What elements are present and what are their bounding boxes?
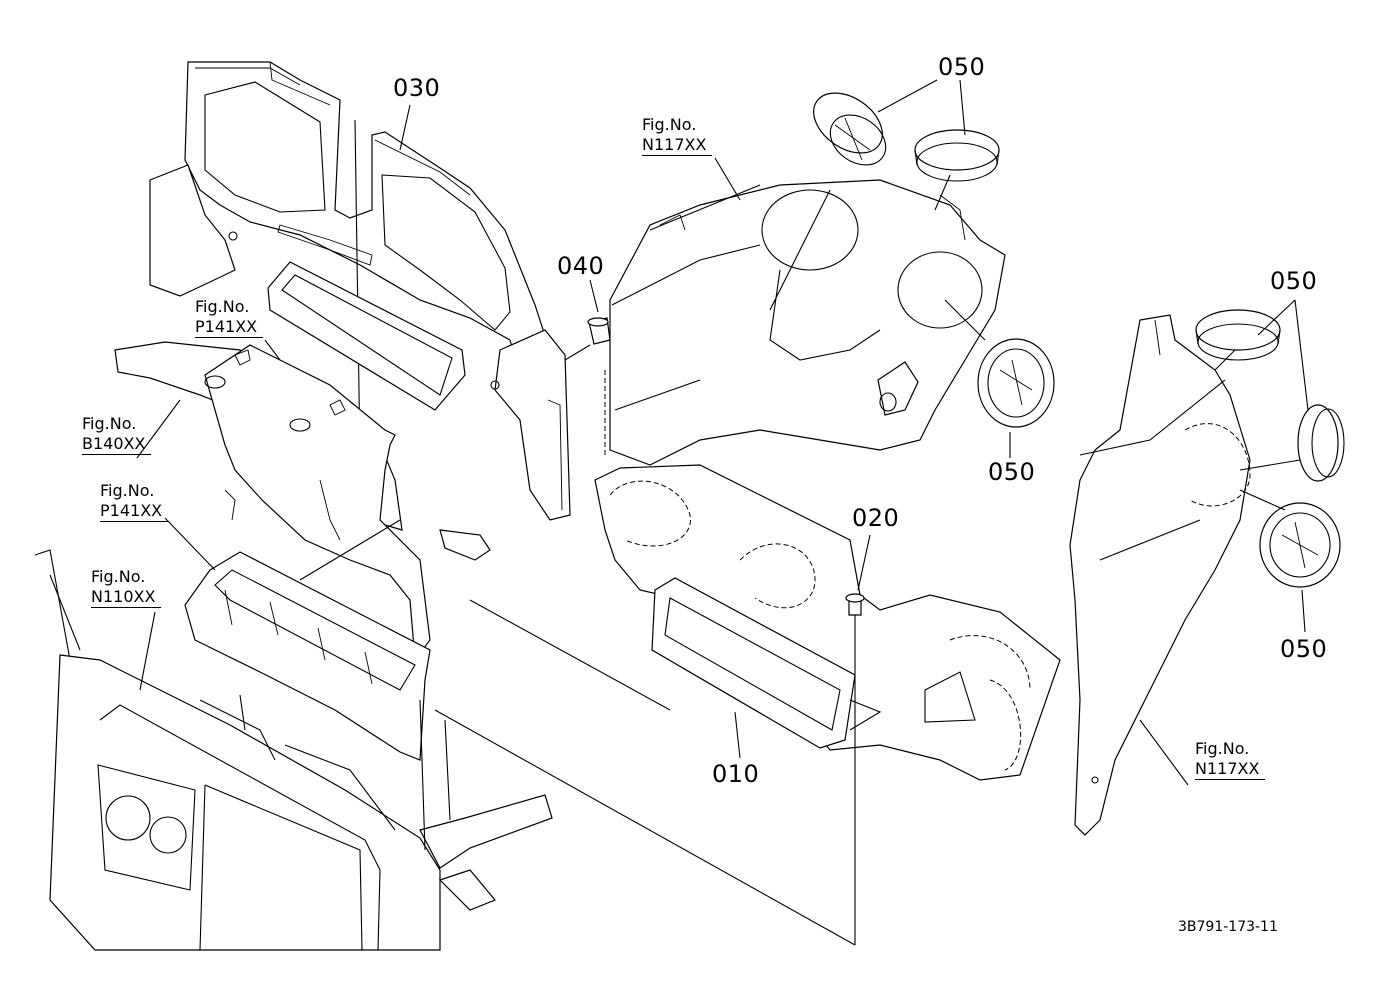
part-label-020: 020 — [852, 504, 900, 532]
part-040-screw-drawing — [588, 318, 610, 344]
vent-c — [978, 339, 1054, 427]
fig-ref-p141xx-lower: Fig.No. P141XX — [100, 481, 169, 522]
panel-right-drawing — [1070, 315, 1250, 835]
bracket-frame-drawing — [115, 342, 490, 660]
part-label-040: 040 — [557, 252, 605, 280]
fig-ref-n117xx-right: Fig.No. N117XX — [1195, 739, 1266, 780]
part-label-030: 030 — [393, 74, 441, 102]
fig-ref-n110xx: Fig.No. N110XX — [91, 567, 162, 608]
panel-upper-right-drawing — [605, 180, 1005, 465]
leader-lines — [137, 80, 1308, 785]
part-010-duct-drawing — [595, 465, 1060, 780]
document-id: 3B791-173-11 — [1178, 919, 1278, 935]
louver-box-drawing — [185, 552, 430, 760]
cabin-frame-drawing — [35, 550, 552, 950]
vent-e — [1298, 405, 1344, 481]
vent-b — [915, 130, 999, 181]
part-label-050-top: 050 — [938, 53, 986, 81]
filter-upper-drawing — [268, 262, 465, 410]
part-020-bolt-drawing — [846, 594, 864, 700]
fig-ref-n117xx-top: Fig.No. N117XX — [642, 115, 713, 156]
vent-f — [1260, 503, 1340, 587]
part-label-010: 010 — [712, 760, 760, 788]
vent-d — [1196, 310, 1280, 360]
part-label-050-center: 050 — [988, 458, 1036, 486]
part-050-vents-drawing — [803, 81, 1344, 587]
part-label-050-right-top: 050 — [1270, 267, 1318, 295]
fig-ref-b140xx: Fig.No. B140XX — [82, 414, 152, 455]
part-label-050-right-bottom: 050 — [1280, 635, 1328, 663]
vent-a — [803, 81, 896, 176]
part-030-drawing — [150, 62, 570, 520]
assembly-lines — [300, 175, 1300, 945]
fig-ref-p141xx-upper: Fig.No. P141XX — [195, 297, 264, 338]
